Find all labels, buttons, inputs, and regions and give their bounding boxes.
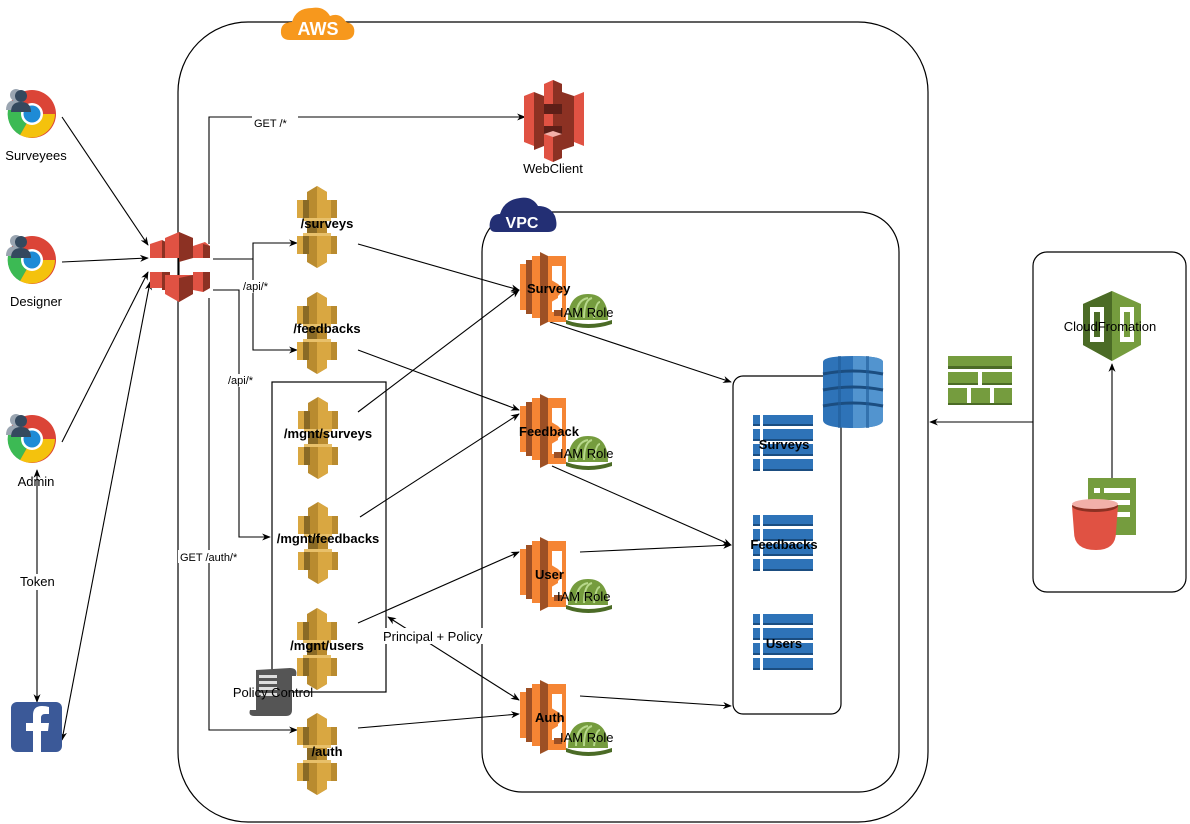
edge-feedback-dynamodb [551,465,732,546]
actor-label: Surveyees [5,148,67,163]
edge-surveyees-cloudfront [61,116,149,246]
chrome-user-icon [6,235,56,284]
api-gateway-mgnt-feedbacks[interactable]: /mgnt/feedbacks [277,502,380,584]
table-surveys[interactable]: Surveys [753,415,813,471]
edge-label-api-2: /api/* [228,375,254,387]
edge-designer-cloudfront [61,254,149,263]
edge-api-surveys [252,239,298,259]
lambda-survey[interactable]: Survey IAM Role [520,252,613,329]
api-gateway-mgnt-surveys[interactable]: /mgnt/surveys [284,397,372,479]
edge-api-feedbacks [252,259,298,354]
table-feedbacks[interactable]: Feedbacks [750,515,818,571]
actor-label: Designer [10,294,63,309]
edge-cloudfront-auth [208,298,298,734]
table-label: Surveys [759,437,810,452]
api-gateway-surveys[interactable]: /surveys [297,186,353,268]
cloudfront-icon [150,232,210,302]
api-gateway-label: /mgnt/feedbacks [277,531,380,546]
api-gateway-label: /mgnt/surveys [284,426,372,441]
edge-survey-dynamodb [549,321,732,383]
cloudformation-label: CloudFromation [1064,319,1157,334]
iam-role-label: IAM Role [560,446,613,461]
cloudformation-icon [1083,291,1141,361]
cloudfront-node[interactable] [150,232,210,302]
chrome-user-icon [6,414,56,463]
policy-control[interactable]: Policy Control [233,668,313,716]
iam-role-label: IAM Role [557,589,610,604]
api-gateway-label: /feedbacks [293,321,360,336]
edge-mgnt-surveys-survey [357,289,520,413]
edge-label-get-auth: GET /auth/* [180,552,238,564]
actor-facebook[interactable] [11,702,62,752]
edge-facebook-cloudfront [60,281,152,741]
aws-label: AWS [297,19,338,39]
api-gateway-feedbacks[interactable]: /feedbacks [293,292,361,374]
dynamodb-group [732,375,842,715]
api-gateway-mgnt-users[interactable]: /mgnt/users [290,608,364,690]
chrome-user-icon [6,89,56,138]
edge-mgnt-feedbacks-feedback [359,413,520,518]
edge-auth-dynamodb [579,695,732,709]
lambda-label: Survey [527,281,571,296]
s3-template-icon [1072,478,1136,550]
actor-label: Admin [18,474,55,489]
lambda-auth[interactable]: Auth IAM Role [520,680,613,757]
edge-feedbacks-feedback [357,349,520,411]
api-gateway-label: /mgnt/users [290,638,364,653]
actor-designer[interactable]: Designer [6,235,63,309]
s3-icon [524,80,584,162]
api-gateway-label: /auth [311,744,342,759]
edge-label-get-all: GET /* [254,118,288,130]
aws-cloud-container [177,21,929,823]
vpc-container [481,211,900,793]
actor-admin[interactable]: Admin [6,414,56,489]
edge-mgnt-users-user [357,551,520,624]
lambda-user[interactable]: User IAM Role [520,537,613,614]
edge-auth-gw-auth-lambda [357,711,520,729]
vpc-label: VPC [506,215,539,232]
dynamodb-icon [822,356,884,428]
policy-document-icon [249,668,297,716]
table-users[interactable]: Users [753,614,813,670]
aws-cloud-badge: AWS [280,7,355,40]
template-node[interactable] [1072,478,1136,550]
webclient-node[interactable]: WebClient [523,80,584,176]
edge-user-dynamodb [579,541,732,553]
api-gateway-label: /surveys [301,216,354,231]
table-label: Feedbacks [750,537,817,552]
actor-surveyees[interactable]: Surveyees [5,89,67,163]
iam-role-label: IAM Role [560,305,613,320]
lambda-label: User [535,567,564,582]
policy-control-group [271,381,387,693]
api-gateway-auth[interactable]: /auth [297,713,343,795]
vpc-badge: VPC [489,197,557,232]
edge-api-mgnt [213,289,271,541]
edge-surveys-survey [357,243,520,292]
edge-cloudfront-webclient [208,113,526,244]
edge-label-token: Token [20,574,55,589]
policy-control-label: Policy Control [233,685,313,700]
lambda-label: Auth [535,710,565,725]
table-label: Users [766,636,802,651]
edge-label-api-1: /api/* [243,281,269,293]
lambda-label: Feedback [519,424,580,439]
webclient-label: WebClient [523,161,583,176]
iam-role-label: IAM Role [560,730,613,745]
cloudformation-node[interactable]: CloudFromation [1064,291,1157,361]
cloudformation-stack-icon [948,356,1012,405]
edge-label-principal-policy: Principal + Policy [383,629,483,644]
lambda-feedback[interactable]: Feedback IAM Role [519,394,613,471]
